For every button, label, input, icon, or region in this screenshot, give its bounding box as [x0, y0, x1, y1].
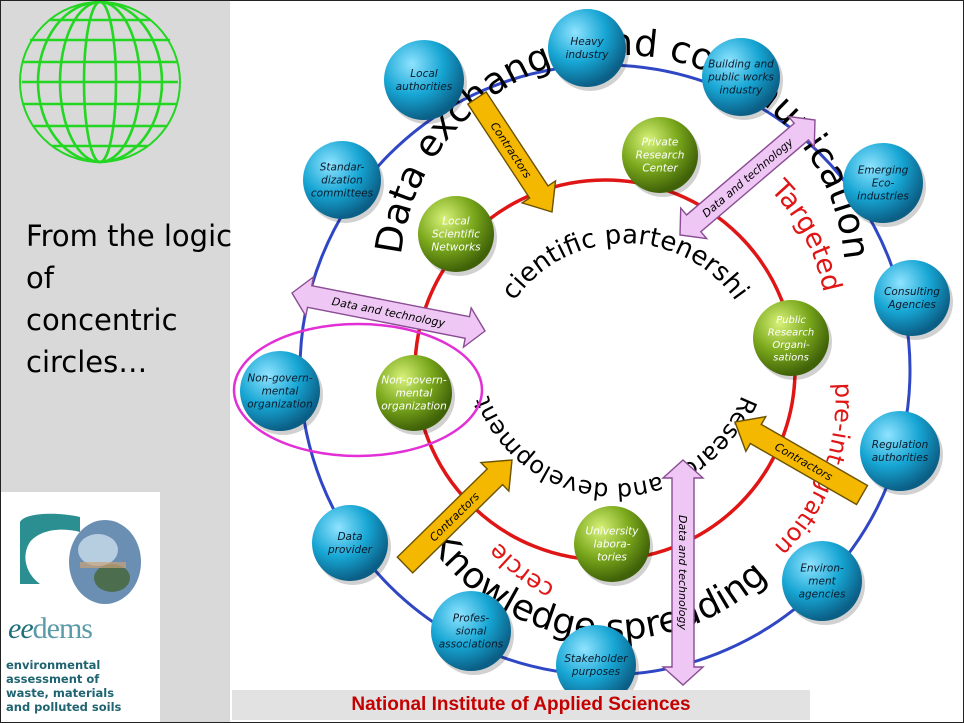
logo-emblem-icon	[6, 506, 146, 606]
node-label-line: labora-	[594, 539, 631, 551]
node-label-line: University	[586, 526, 640, 538]
node-label-line: authorities	[872, 452, 929, 464]
data-tech-arrow-left: Data and technology	[291, 275, 486, 349]
node-label-line: sional	[456, 626, 487, 638]
node-label-line: organization	[381, 401, 446, 413]
node-label-line: mental	[262, 386, 299, 398]
node-label-line: Consulting	[884, 286, 940, 298]
node-label-line: Private	[642, 137, 679, 149]
node-label-line: agencies	[799, 589, 846, 601]
node-label-line: sations	[773, 352, 809, 363]
node-label-line: Public	[776, 315, 806, 326]
node-label-line: purposes	[571, 666, 621, 678]
node-label-line: public works	[707, 72, 774, 84]
node-label-line: Local	[410, 68, 437, 80]
node-label-line: Standar-	[320, 162, 365, 174]
eedems-logo: eedems environmental assessment of waste…	[0, 492, 160, 723]
node-label-line: industry	[565, 49, 609, 61]
node-label-line: Agencies	[887, 299, 936, 311]
node-label-line: Scientific	[432, 229, 480, 241]
node-label-line: associations	[439, 639, 504, 651]
globe-grid-icon	[19, 0, 181, 164]
node-label-line: Networks	[431, 242, 481, 254]
node-label-line: Research	[636, 150, 685, 162]
intro-text: From the logic of concentric circles…	[26, 219, 233, 379]
logo-line-2: assessment of	[6, 672, 100, 686]
node-label-line: Non-govern-	[247, 373, 312, 385]
logo-dems: dems	[32, 612, 93, 645]
node-label-line: Research	[768, 327, 815, 338]
node-label-line: industries	[857, 191, 909, 203]
node-label-line: Data	[337, 531, 362, 543]
node-label-line: ment	[808, 576, 836, 588]
ngo-highlight-ellipse	[232, 322, 484, 458]
node-label-line: committees	[311, 188, 374, 200]
node-label-line: Center	[642, 163, 678, 175]
node-label-line: industry	[719, 85, 763, 97]
node-label-line: Profes-	[453, 613, 490, 625]
node-label-line: Regulation	[872, 439, 929, 451]
node-label-line: Non-govern-	[381, 375, 446, 387]
data-tech-arrow-bottom: Data and technology	[661, 459, 705, 686]
node-label-line: Stakeholder	[564, 653, 628, 665]
node-label-line: provider	[327, 544, 373, 556]
logo-wordmark: eedems	[8, 612, 93, 646]
node-label-line: Environ-	[800, 563, 844, 575]
node-label-line: Organi-	[772, 340, 810, 351]
logo-line-1: environmental	[6, 658, 101, 672]
node-label-line: Local	[442, 216, 469, 228]
node-label-line: dization	[321, 175, 363, 187]
logo-ee: ee	[8, 612, 34, 645]
node-label-line: authorities	[396, 81, 453, 93]
node-label-line: Building and	[708, 59, 774, 71]
logo-line-4: and polluted soils	[6, 700, 122, 714]
arrow-label: Data and technology	[676, 515, 689, 631]
node-label-line: organization	[247, 399, 312, 411]
node-label-line: Heavy	[570, 36, 604, 48]
node-label-line: Eco-	[872, 178, 895, 190]
node-label-line: mental	[396, 388, 433, 400]
logo-line-3: waste, materials	[6, 686, 115, 700]
node-label-line: Emerging	[858, 165, 909, 177]
node-label-line: tories	[597, 552, 627, 564]
footer-institute: National Institute of Applied Sciences	[232, 690, 810, 720]
research-development-label: Research and development	[468, 393, 762, 506]
